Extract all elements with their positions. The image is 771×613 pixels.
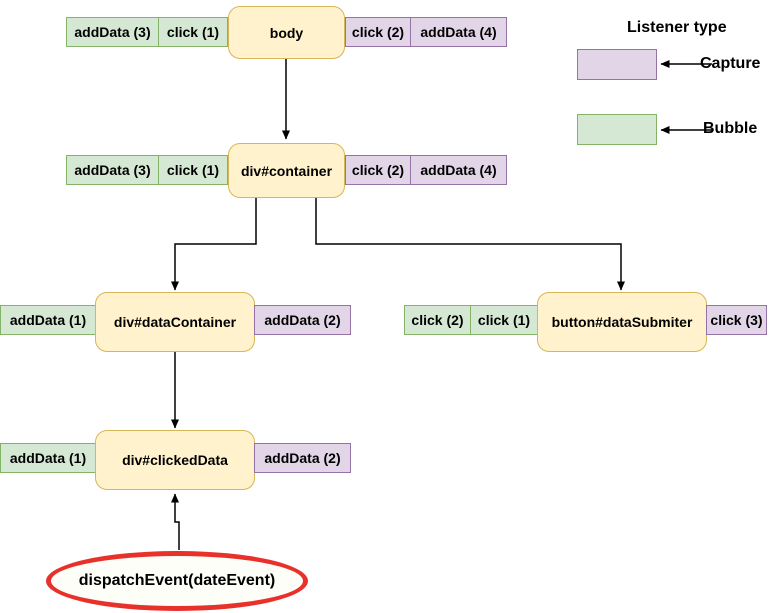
node-container: div#container [228,143,345,198]
legend-capture-label: Capture [700,55,761,72]
capture-tag-clickeddata-adddata2: addData (2) [254,443,351,473]
capture-tag-container-click2: click (2) [345,155,411,185]
legend-bubble-label: Bubble [703,120,758,137]
legend-capture-swatch [577,49,657,80]
node-body-label: body [269,24,304,41]
capture-tag-container-adddata4: addData (4) [410,155,507,185]
node-datasubmiter: button#dataSubmiter [537,292,707,352]
node-body: body [228,6,345,59]
legend-title: Listener type [627,19,727,36]
dispatch-event-ellipse: dispatchEvent(dateEvent) [46,551,308,611]
bubble-tag-datacontainer-adddata1: addData (1) [0,305,96,335]
edge-container-to-datasubmiter [315,198,625,291]
bubble-tag-body-click1: click (1) [158,17,228,47]
bubble-tag-datasubmiter-click1: click (1) [470,305,538,335]
node-clickeddata: div#clickedData [95,430,255,490]
capture-tag-datasubmiter-click3: click (3) [706,305,767,335]
node-datasubmiter-label: button#dataSubmiter [551,314,693,330]
bubble-tag-clickeddata-adddata1: addData (1) [0,443,96,473]
bubble-tag-container-click1: click (1) [158,155,228,185]
capture-tag-body-click2: click (2) [345,17,411,47]
legend-bubble-swatch [577,114,657,145]
bubble-tag-body-adddata3: addData (3) [66,17,159,47]
node-container-label: div#container [240,162,333,179]
bubble-tag-container-adddata3: addData (3) [66,155,159,185]
node-datacontainer: div#dataContainer [95,292,255,352]
dispatch-event-label: dispatchEvent(dateEvent) [78,572,276,589]
node-datacontainer-label: div#dataContainer [113,314,237,330]
node-clickeddata-label: div#clickedData [122,452,228,468]
capture-tag-body-adddata4: addData (4) [410,17,507,47]
bubble-tag-datasubmiter-click2: click (2) [404,305,471,335]
capture-tag-datacontainer-adddata2: addData (2) [254,305,351,335]
edge-dispatch-to-clickeddata [171,493,180,550]
edge-container-to-datacontainer [171,198,257,291]
